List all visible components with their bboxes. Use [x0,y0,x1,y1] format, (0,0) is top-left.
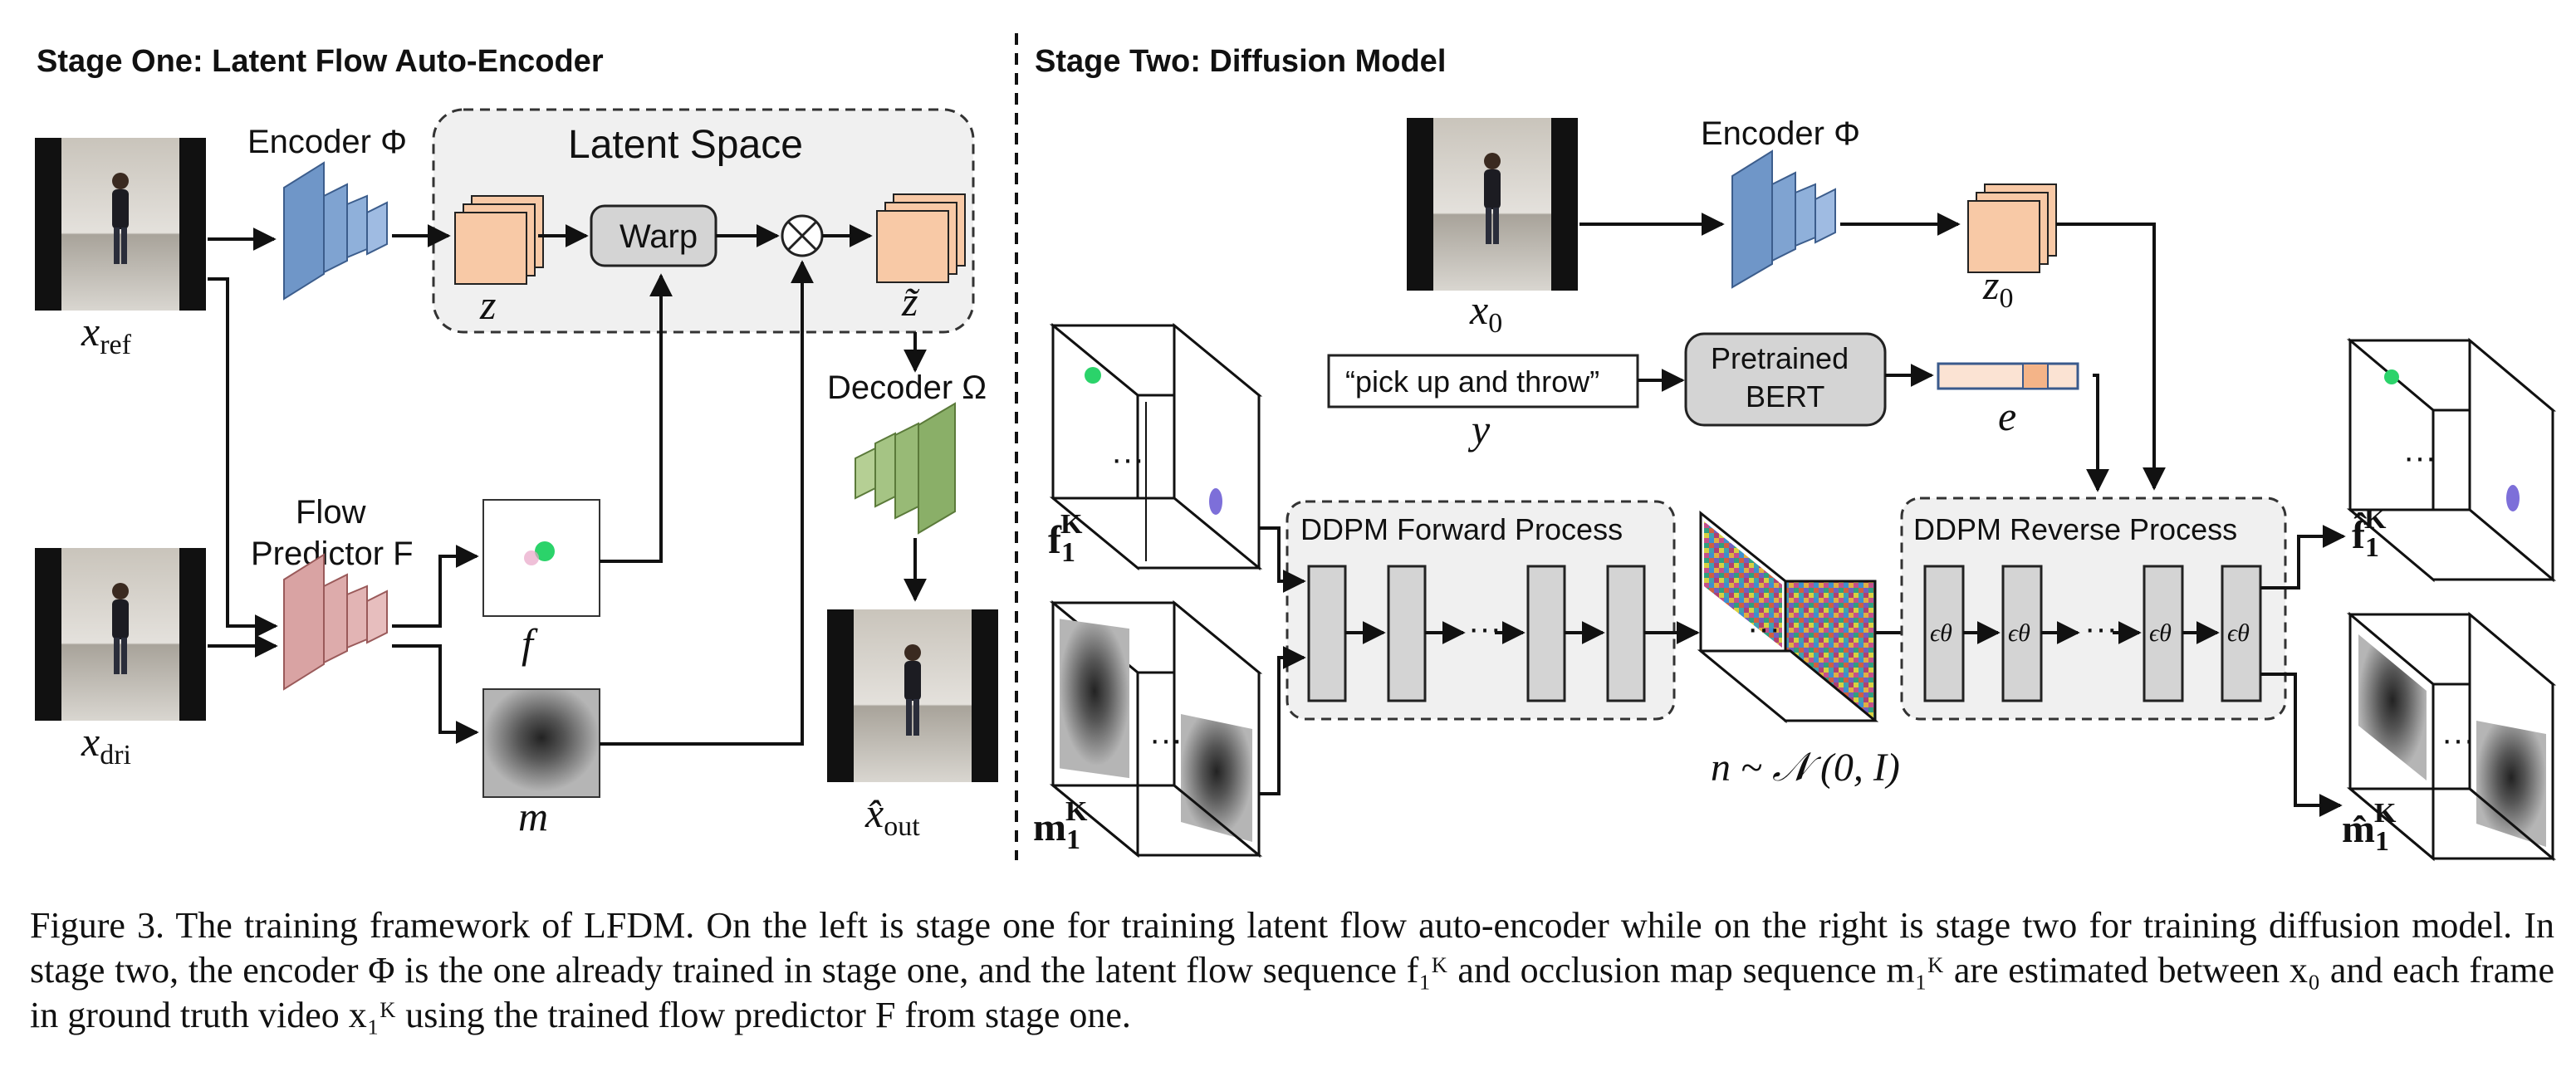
flow-predictor-block [283,553,388,691]
ellipsis: ··· [2084,610,2118,647]
reverse-steps [1923,565,2262,702]
x-out-label: x̂out [864,790,920,842]
ellipsis: ··· [2441,722,2475,758]
z-tilde-feature-block [876,193,966,283]
ellipsis: ··· [1149,722,1183,758]
z0-feature-block [1967,183,2057,273]
warp-label: Warp [620,218,698,255]
m-label: m [518,793,548,839]
x-ref-image [35,138,206,311]
flow-seq-blob [1209,488,1222,515]
ellipsis: ··· [1468,610,1501,647]
arrow-z0-reverse [2056,223,2166,491]
bert-label-line1: Pretrained [1711,341,1849,375]
arrow-m-multiply [600,260,814,746]
z-feature-block [454,195,544,285]
noise-sequence [1697,510,1879,724]
z-label: z [479,281,496,328]
e-label: e [1998,393,2016,439]
flow-seq-blob [1085,367,1101,384]
bert-box [1684,332,1887,427]
flow-sequence-f1k [1049,322,1263,571]
encoder-label-s1: Encoder Φ [247,124,407,160]
x-dri-label: xdri [81,718,131,771]
ddpm-forward-box [1286,500,1676,721]
flow-predictor-label-line1: Flow [296,494,366,531]
arrow-reverse-mhat [2260,673,2343,817]
stage-two-title: Stage Two: Diffusion Model [1035,44,1446,79]
predicted-flow-sequence [2346,337,2557,583]
y-label: y [1467,406,1491,453]
flow-seq-blob [2506,485,2520,511]
figure-caption: Figure 3. The training framework of LFDM… [30,905,2554,1035]
x-ref-label: xref [81,308,132,360]
arrow-e-reverse [2086,374,2109,492]
x0-label: x0 [1469,286,1502,339]
ddpm-forward-label: DDPM Forward Process [1300,512,1623,546]
bert-label-line2: BERT [1746,379,1824,413]
f1k-label: f1K [1048,509,1083,568]
z0-label: z0 [1982,262,2013,314]
x-out-image [827,609,998,782]
f-label: f [522,620,538,667]
epsilon-theta-label: ϵθ [2008,619,2030,647]
encoder-label-s2: Encoder Φ [1701,115,1860,152]
ddpm-reverse-label: DDPM Reverse Process [1913,512,2237,546]
prompt-text: “pick up and throw” [1345,364,1599,399]
arrow-f-forward [1259,526,1306,593]
arrow-f-warp [600,273,673,563]
arrow-flow-m [392,644,479,744]
multiply-operator [781,214,824,257]
ellipsis: ··· [1111,441,1144,477]
encoder-block-s2 [1731,149,1836,289]
ellipsis: ··· [1747,610,1780,647]
latent-space-label: Latent Space [568,123,803,167]
x-dri-image [35,548,206,721]
arrow-xref-flow [208,277,278,638]
predicted-occlusion-sequence [2346,611,2557,862]
flow-f-blob [524,550,539,565]
epsilon-theta-label: ϵθ [2149,619,2172,647]
noise-label: n ~ 𝒩 (0, I) [1711,746,1900,790]
flow-f-blob [535,541,555,561]
arrow-reverse-fhat [2260,525,2346,590]
flow-predictor-label-line2: Predictor F [251,536,414,572]
stage-one-title: Stage One: Latent Flow Auto-Encoder [37,44,604,79]
m-hat-label: m̂1K [2342,798,2397,857]
encoder-block-s1 [283,161,388,301]
epsilon-theta-label: ϵθ [1930,619,1952,647]
prompt-box [1327,354,1639,409]
m1k-label: m1K [1033,796,1088,855]
x0-image [1407,118,1578,291]
arrow-m-forward [1259,646,1306,795]
occlusion-m-image [482,688,600,798]
framework-diagram: Stage One: Latent Flow Auto-Encoder Late… [35,33,2557,862]
occlusion-sequence-m1k [1049,599,1263,859]
arrow-flow-f [392,545,479,628]
decoder-block [855,402,956,535]
z-tilde-label: z̃ [901,278,920,325]
flow-seq-blob [2384,369,2399,384]
embedding-e [1937,362,2079,390]
ellipsis: ··· [2403,439,2436,476]
ddpm-reverse-box [1900,497,2287,721]
epsilon-theta-label: ϵθ [2227,619,2250,647]
f-hat-label: f̂1K [2352,504,2387,563]
decoder-label: Decoder Ω [827,369,987,406]
